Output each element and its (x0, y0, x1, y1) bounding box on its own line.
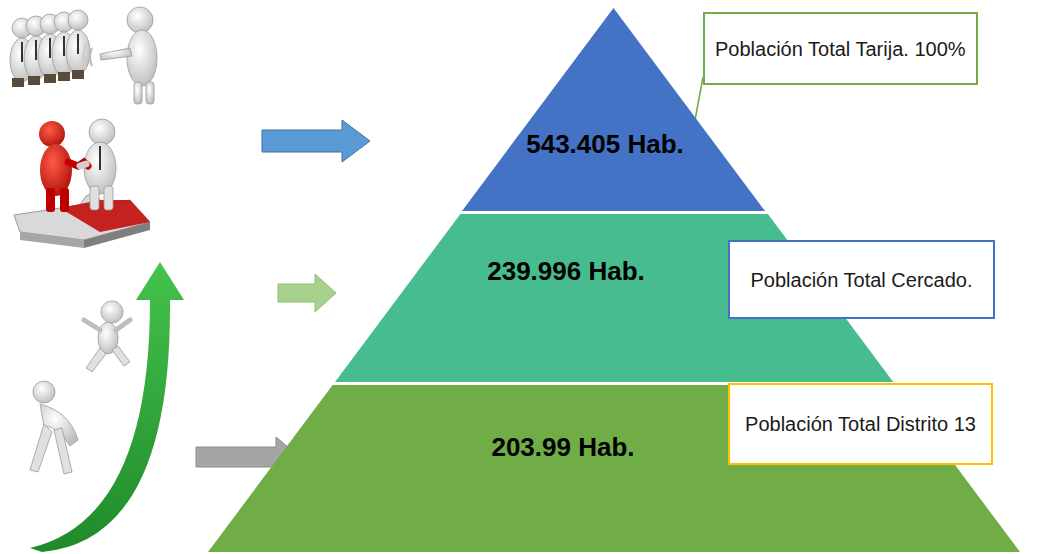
label-box: Población Total Tarija. 100% (703, 12, 978, 85)
block-arrow (278, 274, 336, 312)
label-box: Población Total Distrito 13 (728, 383, 993, 465)
population-value: 203.99 Hab. (491, 432, 634, 463)
handshake-clipart (14, 119, 150, 248)
growth-arrow-clipart (30, 262, 184, 552)
label-text: Población Total Cercado. (751, 267, 973, 293)
population-value: 543.405 Hab. (526, 129, 684, 160)
label-text: Población Total Tarija. 100% (715, 36, 966, 62)
label-text: Población Total Distrito 13 (745, 411, 976, 437)
block-arrow (262, 120, 370, 162)
population-value: 239.996 Hab. (487, 256, 645, 287)
label-box: Población Total Cercado. (728, 240, 995, 319)
business-group-clipart (10, 7, 157, 104)
